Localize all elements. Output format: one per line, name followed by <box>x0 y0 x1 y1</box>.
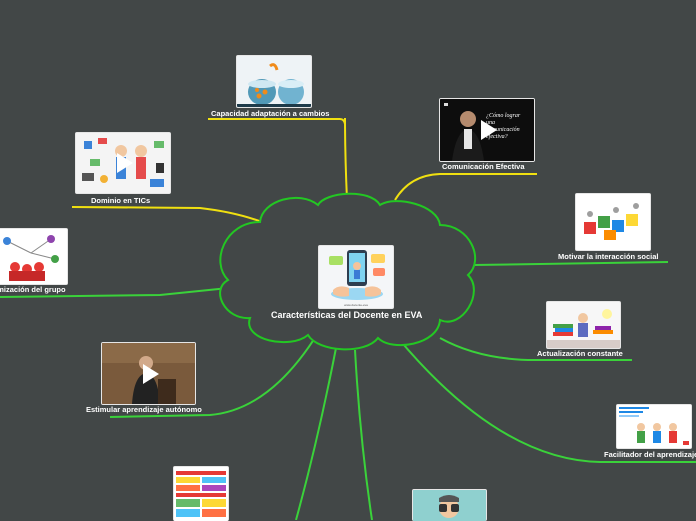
branch-label-autonomo[interactable]: Estimular aprendizaje autónomo <box>86 405 202 414</box>
connector-interaccion <box>473 261 669 266</box>
tech-icons-image[interactable] <box>75 132 171 194</box>
team-illustration-image[interactable] <box>616 404 692 449</box>
connector-adaptacion-underline <box>208 118 346 125</box>
play-icon[interactable] <box>117 153 133 173</box>
connector-facilitador <box>397 337 696 463</box>
central-topic-title[interactable]: Características del Docente en EVA <box>271 310 423 320</box>
branch-label-adaptacion[interactable]: Capacidad adaptación a cambios <box>211 109 330 118</box>
play-icon[interactable] <box>142 363 159 384</box>
connector-actualizacion <box>439 337 632 361</box>
branch-label-tics[interactable]: Dominio en TICs <box>91 196 151 205</box>
binoculars-image[interactable] <box>412 489 487 521</box>
connector-autonomo <box>109 332 319 418</box>
connector-comunicacion <box>394 173 537 201</box>
branch-label-interaccion[interactable]: Motivar la interacción social <box>558 252 659 261</box>
branch-label-actualizacion[interactable]: Actualización constante <box>537 349 623 358</box>
central-image: www.docente-eva <box>318 245 394 309</box>
group-network-image[interactable] <box>0 228 68 285</box>
branch-label-comunicacion[interactable]: Comunicación Efectiva <box>442 162 525 171</box>
books-study-image[interactable] <box>546 301 621 349</box>
connector-bottom-1 <box>295 347 337 520</box>
connector-tics <box>71 206 263 223</box>
infographic-image[interactable] <box>173 466 229 521</box>
branch-label-grupo[interactable]: Dinamización del grupo <box>0 285 66 294</box>
video-thumbnail-comunicacion[interactable]: ¿Cómo lograr una comunicación efectiva? <box>439 98 535 162</box>
connector-adaptacion <box>344 117 348 201</box>
central-image-caption: www.docente-eva <box>344 303 368 307</box>
fishbowl-jump-image[interactable] <box>236 55 312 108</box>
connector-bottom-2 <box>354 349 373 520</box>
play-icon[interactable] <box>481 120 497 140</box>
puzzle-people-image[interactable] <box>575 193 651 251</box>
lecturer-video-image[interactable] <box>101 342 196 405</box>
branch-label-facilitador[interactable]: Facilitador del aprendizaje <box>604 450 696 459</box>
